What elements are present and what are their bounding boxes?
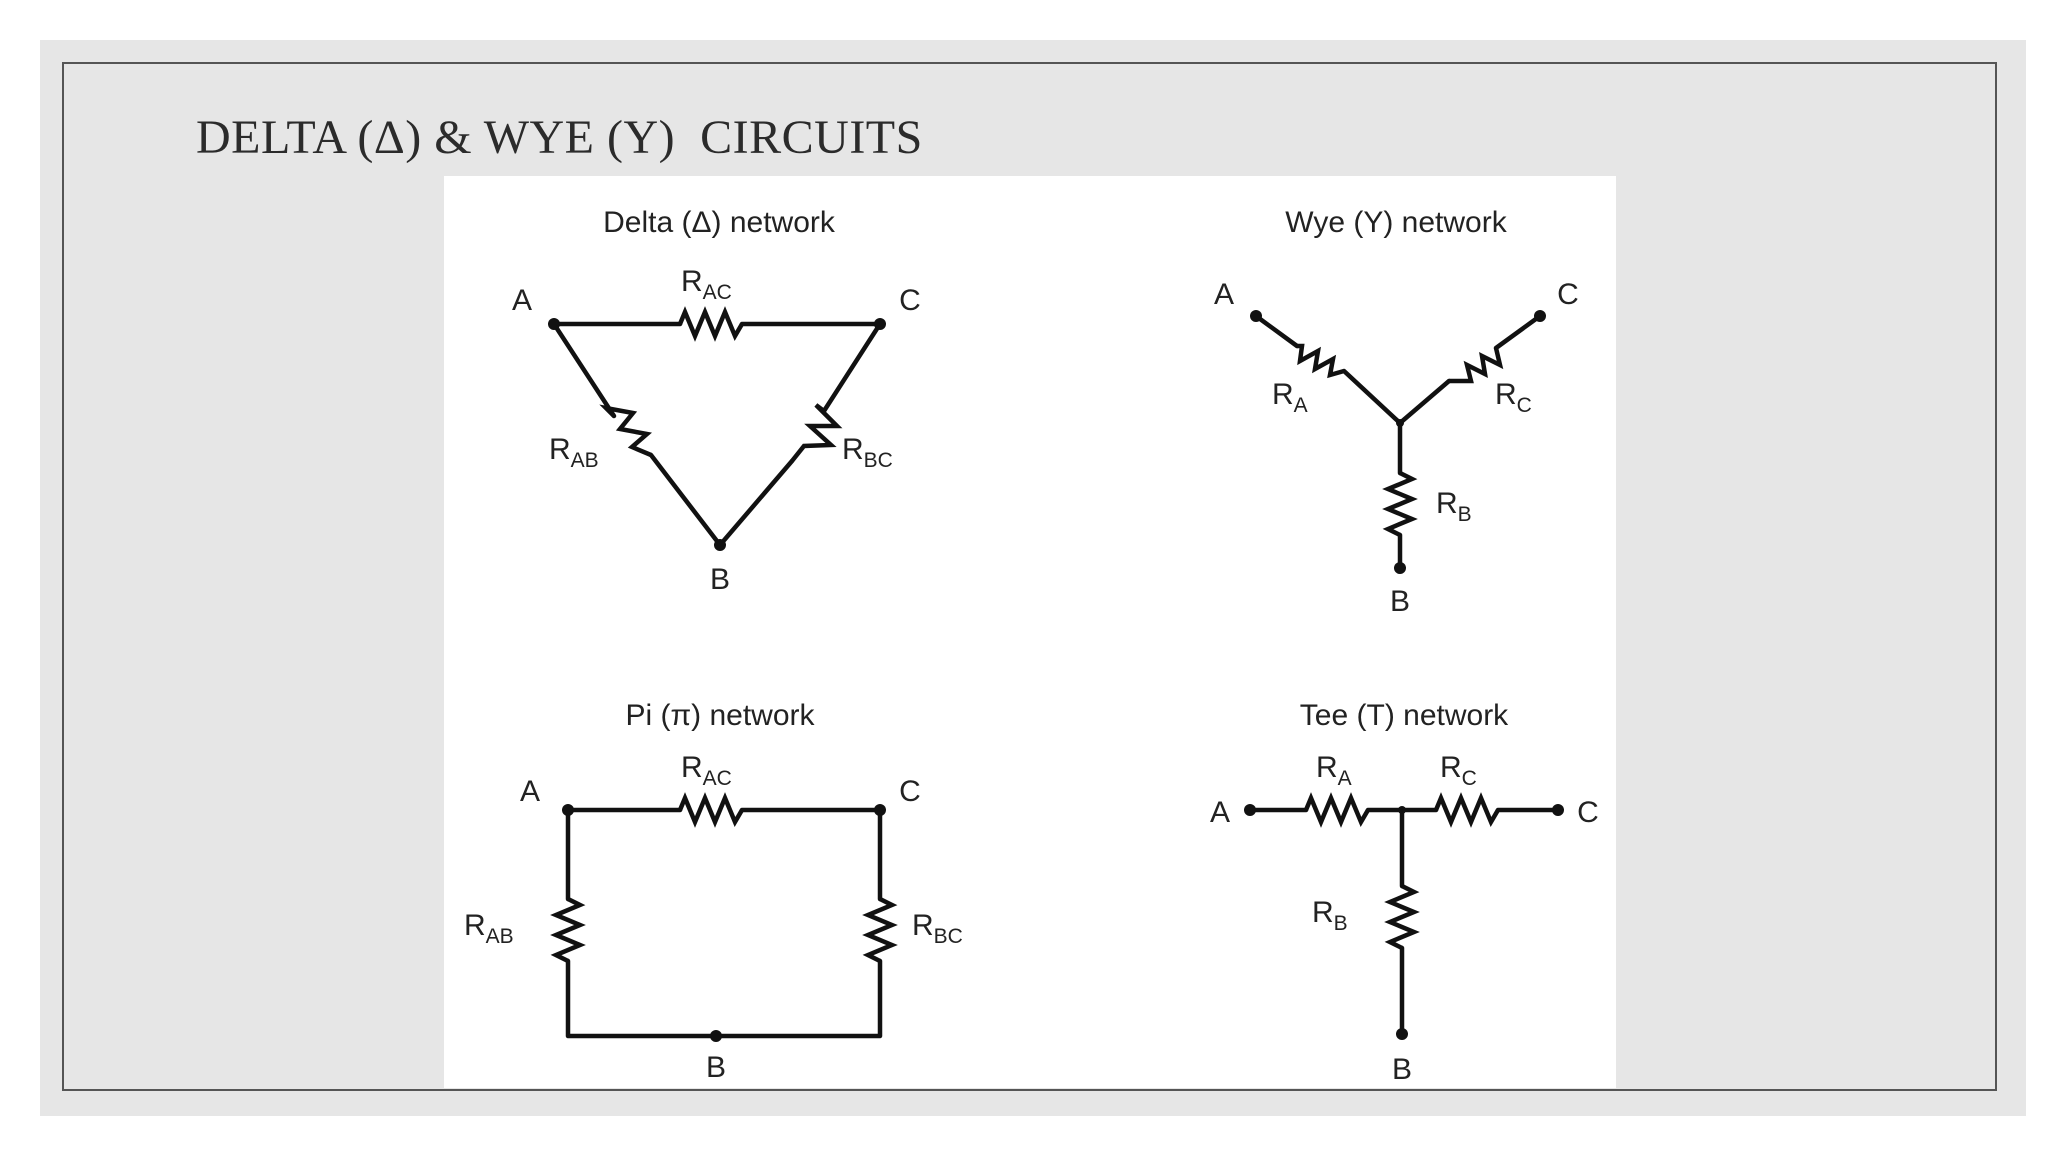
delta-resistor-bc: [790, 403, 843, 463]
tee-node-b-dot: [1396, 1028, 1408, 1040]
wye-resistor-c: [1449, 347, 1504, 384]
pi-resistor-ab: [550, 896, 586, 964]
delta-resistor-bc-base: R: [842, 433, 864, 466]
wye-node-b-label: B: [1390, 585, 1410, 618]
delta-node-a-label: A: [512, 284, 532, 317]
pi-node-b-label: B: [706, 1051, 726, 1084]
tee-resistor-a-label: RA: [1316, 751, 1352, 790]
wye-node-c-dot: [1534, 310, 1546, 322]
wye-resistor-b-sub: B: [1458, 503, 1472, 526]
pi-resistor-bc-label: RBC: [912, 909, 963, 948]
pi-node-c-dot: [874, 804, 886, 816]
circuit-diagram-panel: Delta (Δ) network A C B RAC RAB RBC: [444, 176, 1616, 1088]
delta-resistor-ab-label: RAB: [549, 433, 599, 472]
wye-resistor-a-sub: A: [1294, 394, 1308, 417]
wye-resistor-a-base: R: [1272, 378, 1294, 411]
tee-caption: Tee (T) network: [1300, 699, 1509, 732]
tee-resistor-c-label: RC: [1440, 751, 1477, 790]
delta-resistor-bc-label: RBC: [842, 433, 893, 472]
wye-resistor-a: [1297, 343, 1345, 379]
pi-resistor-bc-sub: BC: [934, 925, 963, 948]
delta-node-b-dot: [714, 539, 726, 551]
pi-node-a-dot: [562, 804, 574, 816]
wye-resistor-b-base: R: [1436, 487, 1458, 520]
delta-resistor-ab: [599, 404, 653, 458]
pi-network: Pi (π) network A C B RAC RAB RBC: [464, 699, 963, 1084]
pi-node-c-label: C: [899, 775, 921, 808]
delta-resistor-ac-label: RAC: [681, 265, 732, 304]
pi-resistor-ab-base: R: [464, 909, 486, 942]
tee-resistor-a-base: R: [1316, 751, 1338, 784]
delta-node-b-label: B: [710, 563, 730, 596]
tee-center-junction: [1398, 806, 1406, 814]
tee-node-c-dot: [1552, 804, 1564, 816]
wye-wire-a-outer: [1253, 313, 1300, 349]
pi-resistor-ac: [677, 792, 744, 828]
tee-resistor-c: [1433, 792, 1500, 828]
tee-node-c-label: C: [1577, 796, 1599, 829]
wye-caption: Wye (Y) network: [1285, 206, 1507, 239]
wye-node-c-label: C: [1557, 278, 1579, 311]
delta-wire-left-lower: [648, 452, 723, 548]
pi-wire-bottom: [565, 958, 883, 1039]
tee-resistor-b-sub: B: [1334, 912, 1348, 935]
wye-resistor-a-label: RA: [1272, 378, 1308, 417]
tee-resistor-a: [1303, 792, 1370, 828]
tee-resistor-b: [1384, 883, 1420, 951]
wye-network: Wye (Y) network A C B RA RC RB: [1214, 206, 1579, 618]
pi-resistor-bc-base: R: [912, 909, 934, 942]
delta-wire-right-lower: [717, 458, 795, 548]
pi-node-a-label: A: [520, 775, 540, 808]
delta-caption: Delta (Δ) network: [603, 206, 836, 239]
wye-center-junction: [1396, 419, 1404, 427]
delta-wire-right-upper: [821, 321, 883, 414]
tee-resistor-a-sub: A: [1338, 767, 1352, 790]
wye-wire-c-inner: [1397, 378, 1452, 426]
tee-resistor-b-label: RB: [1312, 896, 1348, 935]
wye-resistor-b-label: RB: [1436, 487, 1472, 526]
wye-wire-a-inner: [1341, 368, 1403, 426]
pi-resistor-ab-sub: AB: [486, 925, 514, 948]
wye-resistor-c-label: RC: [1495, 378, 1532, 417]
delta-wire-left-upper: [551, 321, 617, 419]
delta-resistor-ac-sub: AC: [703, 281, 732, 304]
tee-node-a-label: A: [1210, 796, 1230, 829]
tee-node-b-label: B: [1392, 1053, 1412, 1086]
tee-network: Tee (T) network A C B RA RC RB: [1210, 699, 1599, 1086]
delta-resistor-ab-base: R: [549, 433, 571, 466]
delta-node-c-label: C: [899, 284, 921, 317]
wye-resistor-c-base: R: [1495, 378, 1517, 411]
wye-resistor-b: [1382, 470, 1418, 538]
pi-resistor-ac-sub: AC: [703, 767, 732, 790]
tee-resistor-c-base: R: [1440, 751, 1462, 784]
slide-title: DELTA (Δ) & WYE (Y) CIRCUITS: [196, 111, 923, 164]
pi-caption: Pi (π) network: [625, 699, 815, 732]
tee-node-a-dot: [1244, 804, 1256, 816]
wye-resistor-c-sub: C: [1517, 394, 1532, 417]
wye-wire-c-outer: [1493, 313, 1543, 351]
wye-node-a-label: A: [1214, 278, 1234, 311]
pi-resistor-ac-label: RAC: [681, 751, 732, 790]
tee-resistor-c-sub: C: [1462, 767, 1477, 790]
wye-node-a-dot: [1250, 310, 1262, 322]
delta-node-c-dot: [874, 318, 886, 330]
circuit-diagrams: Delta (Δ) network A C B RAC RAB RBC: [464, 206, 1599, 1086]
slide-frame: [62, 62, 1997, 1091]
pi-node-b-dot: [710, 1030, 722, 1042]
delta-network: Delta (Δ) network A C B RAC RAB RBC: [512, 206, 921, 596]
wye-node-b-dot: [1394, 562, 1406, 574]
delta-resistor-ab-sub: AB: [571, 449, 599, 472]
tee-resistor-b-base: R: [1312, 896, 1334, 929]
delta-resistor-ac: [677, 306, 744, 342]
pi-resistor-bc: [862, 896, 898, 964]
delta-node-a-dot: [548, 318, 560, 330]
delta-resistor-ac-base: R: [681, 265, 703, 298]
pi-resistor-ac-base: R: [681, 751, 703, 784]
delta-resistor-bc-sub: BC: [864, 449, 893, 472]
pi-resistor-ab-label: RAB: [464, 909, 514, 948]
